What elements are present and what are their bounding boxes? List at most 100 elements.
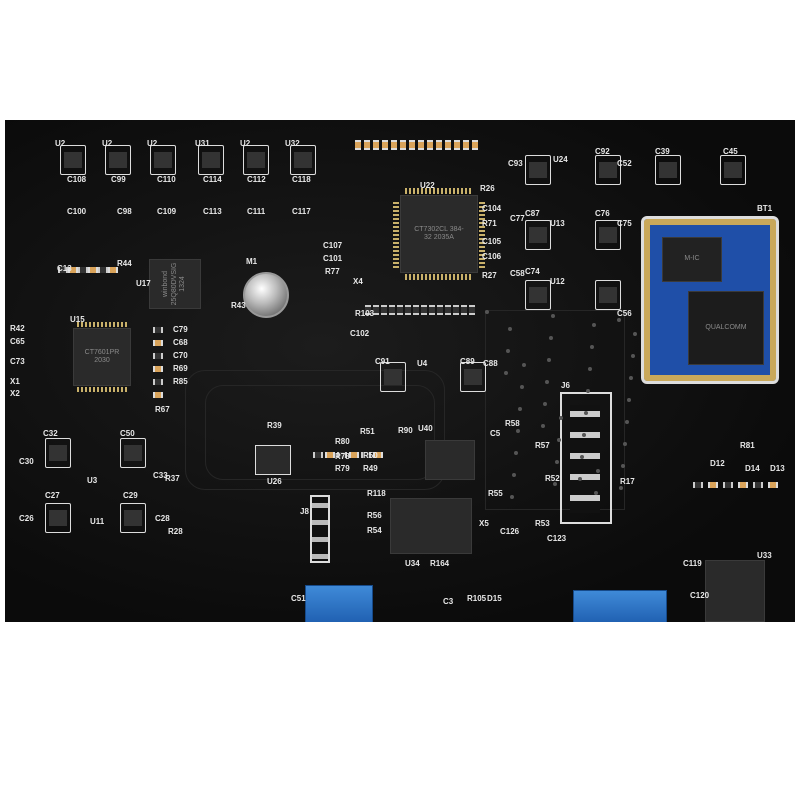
silkscreen-label: R39 — [267, 421, 282, 430]
via — [617, 318, 621, 322]
silkscreen-label: C65 — [10, 337, 25, 346]
silkscreen-label: C101 — [323, 254, 343, 263]
silkscreen-label: C27 — [45, 491, 60, 500]
silkscreen-label: C89 — [460, 357, 475, 366]
via — [627, 398, 631, 402]
u26-chip — [255, 445, 291, 475]
silkscreen-label: R52 — [545, 474, 560, 483]
regulator-body — [599, 162, 617, 178]
via — [541, 424, 545, 428]
silkscreen-label: C28 — [155, 514, 170, 523]
silkscreen-label: U15 — [70, 315, 85, 324]
u17-marking: winbond 25Q80DVSIG 1324 — [162, 262, 187, 306]
silkscreen-label: R78 — [335, 452, 350, 461]
smd-capacitor — [472, 140, 478, 150]
silkscreen-label: C51 — [291, 594, 306, 603]
via — [586, 389, 590, 393]
smd-component — [768, 482, 778, 488]
via — [555, 460, 559, 464]
silkscreen-label: R51 — [360, 427, 375, 436]
silkscreen-label: R71 — [482, 219, 497, 228]
silkscreen-label: U2 — [55, 139, 66, 148]
silkscreen-label: C45 — [723, 147, 738, 156]
silkscreen-label: R105 — [467, 594, 487, 603]
via — [559, 416, 563, 420]
via — [520, 385, 524, 389]
smd-capacitor — [409, 140, 415, 150]
j6-connector[interactable] — [560, 392, 612, 524]
voltage-regulator — [243, 145, 269, 175]
silkscreen-label: R27 — [482, 271, 497, 280]
film-capacitor — [305, 585, 373, 622]
silkscreen-label: C119 — [683, 559, 702, 568]
pins — [77, 322, 127, 327]
pins — [479, 200, 485, 268]
u17-flash-chip: winbond 25Q80DVSIG 1324 — [149, 259, 201, 309]
smd-capacitor — [382, 140, 388, 150]
regulator-body — [154, 152, 172, 168]
u40-chip — [425, 440, 475, 480]
silkscreen-label: C123 — [547, 534, 567, 543]
regulator-body — [294, 152, 312, 168]
smd-capacitor — [463, 140, 469, 150]
silkscreen-label: R44 — [117, 259, 132, 268]
voltage-regulator — [595, 220, 621, 250]
via — [592, 323, 596, 327]
u15-chip: CT7601PR 2030 — [73, 328, 131, 386]
silkscreen-label: U2 — [240, 139, 251, 148]
silkscreen-label: C104 — [482, 204, 502, 213]
regulator-body — [247, 152, 265, 168]
smd-component — [98, 267, 108, 273]
silkscreen-label: C117 — [292, 207, 311, 216]
smd-component — [88, 267, 98, 273]
silkscreen-label: R80 — [335, 437, 350, 446]
regulator-body — [529, 227, 547, 243]
via — [588, 367, 592, 371]
smd-resistor — [389, 305, 395, 315]
regulator-body — [49, 510, 67, 526]
via — [596, 469, 600, 473]
silkscreen-label: R53 — [535, 519, 550, 528]
via — [543, 402, 547, 406]
mounting-screw — [243, 272, 289, 318]
smd-resistor — [405, 305, 411, 315]
j8-header[interactable] — [310, 495, 330, 563]
silkscreen-label: U33 — [757, 551, 772, 560]
silkscreen-label: R58 — [505, 419, 520, 428]
silkscreen-label: R164 — [430, 559, 450, 568]
silkscreen-label: C74 — [525, 267, 540, 276]
silkscreen-label: R49 — [363, 464, 378, 473]
pins — [405, 188, 473, 194]
smd-capacitor — [436, 140, 442, 150]
via — [590, 345, 594, 349]
via — [557, 438, 561, 442]
voltage-regulator — [595, 155, 621, 185]
smd-component — [153, 366, 163, 372]
via — [504, 371, 508, 375]
via — [551, 314, 555, 318]
via — [547, 358, 551, 362]
bt-chip: M-IC — [662, 237, 722, 282]
silkscreen-label: C77 — [510, 214, 525, 223]
via — [633, 332, 637, 336]
via — [516, 429, 520, 433]
smd-component — [349, 452, 359, 458]
silkscreen-label: J8 — [300, 507, 309, 516]
silkscreen-label: C108 — [67, 175, 87, 184]
voltage-regulator — [525, 280, 551, 310]
pins — [405, 274, 473, 280]
silkscreen-label: X5 — [479, 519, 489, 528]
via — [518, 407, 522, 411]
smd-resistor — [445, 305, 451, 315]
voltage-regulator — [120, 503, 146, 533]
smd-resistor — [453, 305, 459, 315]
silkscreen-label: R37 — [165, 474, 180, 483]
silkscreen-label: U31 — [195, 139, 210, 148]
u15-marking: CT7601PR 2030 — [84, 348, 120, 364]
smd-component — [313, 452, 323, 458]
via — [623, 442, 627, 446]
silkscreen-label: X1 — [10, 377, 20, 386]
via — [625, 420, 629, 424]
via — [545, 380, 549, 384]
smd-capacitor — [355, 140, 361, 150]
